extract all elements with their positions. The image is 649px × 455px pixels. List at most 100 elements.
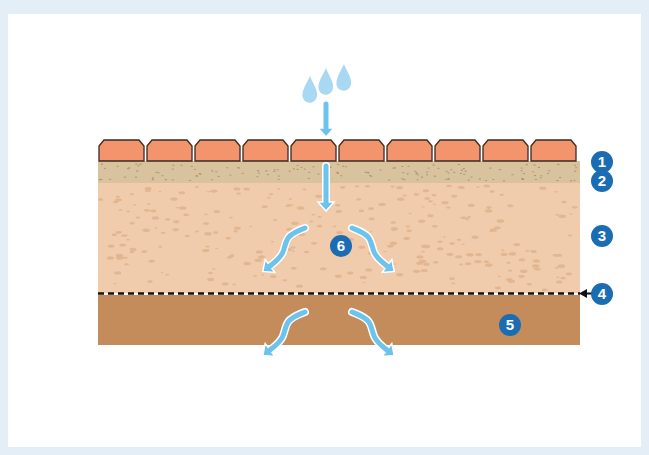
speckle xyxy=(355,185,360,187)
speckle xyxy=(359,246,366,249)
speckle xyxy=(147,203,151,205)
flow-halo xyxy=(322,104,330,128)
speckle xyxy=(365,172,367,173)
speckle xyxy=(225,237,231,240)
speckle xyxy=(568,235,572,237)
speckle xyxy=(533,259,540,262)
speckle xyxy=(424,197,430,200)
speckle xyxy=(518,275,524,278)
speckle xyxy=(226,167,228,168)
speckle xyxy=(265,170,267,171)
speckle xyxy=(548,170,550,171)
speckle xyxy=(172,179,174,180)
speckle xyxy=(311,242,317,245)
speckle xyxy=(273,171,275,172)
speckle xyxy=(312,166,314,167)
speckle xyxy=(335,204,341,207)
speckle xyxy=(296,165,298,166)
speckle xyxy=(561,201,566,204)
speckle xyxy=(243,262,251,266)
speckle xyxy=(291,246,296,248)
speckle xyxy=(534,175,536,176)
speckle xyxy=(152,177,154,178)
paver-block xyxy=(243,140,288,161)
speckle xyxy=(368,207,374,210)
speckle xyxy=(416,179,418,180)
speckle xyxy=(455,255,462,258)
flow-shaft xyxy=(324,166,329,202)
speckle xyxy=(195,186,199,188)
speckle xyxy=(205,245,209,247)
speckle xyxy=(433,261,439,264)
speckle xyxy=(464,171,466,172)
speckle xyxy=(458,186,465,189)
speckle xyxy=(397,198,404,201)
speckle xyxy=(511,174,513,175)
speckle xyxy=(540,175,542,176)
speckle xyxy=(508,279,515,282)
speckle xyxy=(336,172,338,173)
speckle xyxy=(520,170,522,171)
speckle xyxy=(165,274,169,276)
speckle xyxy=(508,270,513,272)
speckle xyxy=(432,164,434,165)
speckle xyxy=(304,251,309,254)
speckle xyxy=(484,260,489,263)
speckle xyxy=(104,168,106,169)
speckle xyxy=(129,251,134,253)
paver-block xyxy=(435,140,480,161)
speckle xyxy=(320,267,327,270)
speckle xyxy=(317,216,321,218)
speckle xyxy=(312,214,316,216)
flow-halo xyxy=(270,228,305,266)
speckle xyxy=(217,176,219,177)
speckles xyxy=(98,163,578,291)
speckle xyxy=(415,173,417,174)
speckle xyxy=(450,169,452,170)
speckle xyxy=(158,191,161,192)
speckle xyxy=(575,167,577,168)
speckle xyxy=(207,278,214,281)
speckle xyxy=(383,251,386,252)
speckle xyxy=(317,174,319,175)
speckle xyxy=(128,167,130,168)
speckle xyxy=(261,274,264,275)
speckle xyxy=(203,222,209,225)
speckle xyxy=(211,179,213,180)
speckle xyxy=(472,236,479,239)
speckle xyxy=(560,277,566,280)
speckle xyxy=(194,169,196,170)
speckle xyxy=(262,205,268,208)
speckle xyxy=(526,164,528,165)
geotextile-line xyxy=(98,292,580,295)
speckle xyxy=(437,247,444,250)
speckle xyxy=(317,225,323,228)
paver-block xyxy=(339,140,384,161)
speckle xyxy=(423,189,429,192)
leader-arrowhead xyxy=(579,289,587,298)
speckle xyxy=(300,167,302,168)
speckle xyxy=(446,206,451,208)
speckle xyxy=(135,177,137,178)
speckle xyxy=(133,204,136,205)
bedding-layer xyxy=(98,161,580,183)
water-flow-arrows xyxy=(263,104,394,356)
speckle xyxy=(572,206,578,209)
speckle xyxy=(467,216,471,218)
speckle xyxy=(204,232,212,236)
speckle xyxy=(535,268,541,271)
speckle xyxy=(407,166,409,167)
speckle xyxy=(333,225,337,227)
speckle xyxy=(476,186,480,188)
speckle xyxy=(101,164,103,165)
flow-arrow xyxy=(263,312,305,356)
speckle xyxy=(388,180,390,181)
paver-block xyxy=(387,140,432,161)
speckle xyxy=(136,170,138,171)
speckle xyxy=(447,178,449,179)
speckle xyxy=(468,204,475,207)
speckle xyxy=(269,193,274,195)
speckle xyxy=(335,275,342,278)
speckle xyxy=(109,179,111,180)
flow-shaft xyxy=(270,228,305,266)
